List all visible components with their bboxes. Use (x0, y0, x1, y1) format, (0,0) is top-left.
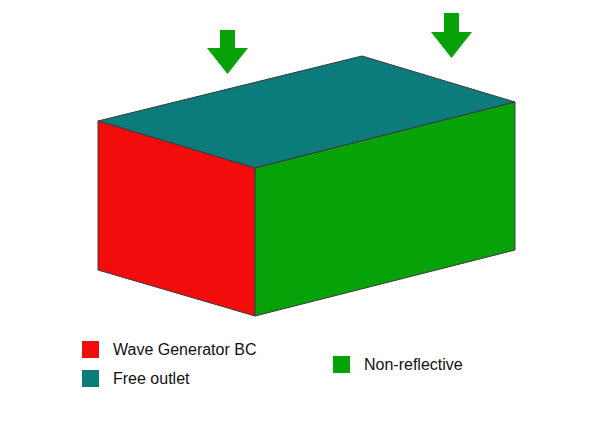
down-arrow (207, 30, 248, 74)
legend-label: Wave Generator BC (113, 340, 256, 359)
legend-swatch (82, 341, 99, 358)
legend-label: Free outlet (113, 369, 189, 388)
legend-item: Non-reflective (333, 355, 463, 374)
front-face (98, 121, 255, 316)
legend-swatch (82, 370, 99, 387)
down-arrow (431, 13, 472, 58)
legend-item: Wave Generator BC (82, 340, 256, 359)
side-face (255, 102, 515, 316)
legend-label: Non-reflective (364, 355, 463, 374)
legend-swatch (333, 356, 350, 373)
legend-item: Free outlet (82, 369, 189, 388)
